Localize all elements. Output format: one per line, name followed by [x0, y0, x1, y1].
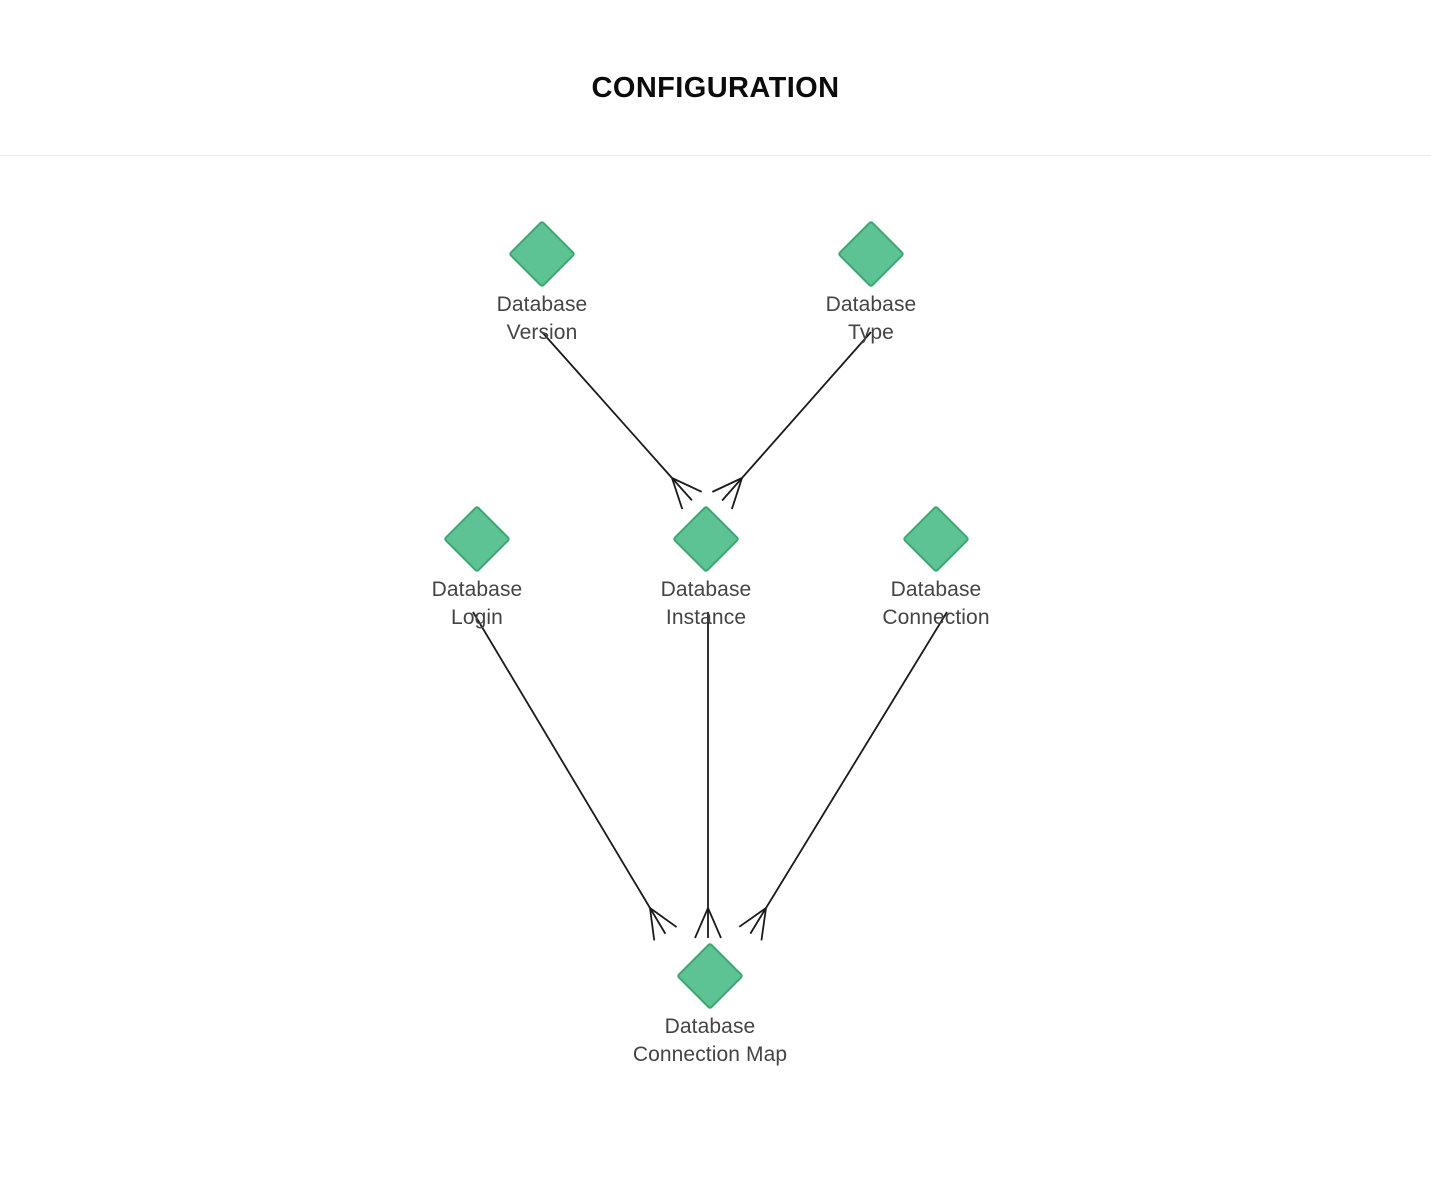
edge-line[interactable]: [541, 331, 673, 479]
diamond-icon[interactable]: [672, 505, 740, 573]
node-label-line: Database: [890, 578, 982, 601]
crows-foot-prong-icon: [731, 477, 743, 510]
crows-foot-prong-icon: [671, 477, 684, 510]
node-label-line: Database: [431, 578, 523, 601]
crows-foot-stem-icon: [721, 477, 743, 502]
edge-edge-instance-map[interactable]: [694, 612, 722, 939]
node-label-line: Version: [506, 321, 578, 344]
crows-foot-prong-icon: [694, 907, 709, 939]
crows-foot-prong-icon: [671, 477, 703, 493]
crows-foot-stem-icon: [671, 477, 693, 502]
diamond-icon[interactable]: [837, 220, 905, 288]
crows-foot-prong-icon: [649, 907, 656, 941]
edges-group: [472, 331, 948, 941]
node-label-line: Connection Map: [632, 1043, 788, 1066]
crows-foot-prong-icon: [760, 907, 767, 941]
node-label-line: Database: [496, 293, 588, 316]
node-label-line: Database: [660, 578, 752, 601]
crows-foot-stem-icon: [649, 907, 667, 935]
node-label-line: Instance: [665, 606, 747, 629]
crows-foot-prong-icon: [707, 907, 722, 939]
page-title: CONFIGURATION: [591, 72, 840, 104]
node-label-line: Database: [664, 1015, 756, 1038]
diamond-icon[interactable]: [902, 505, 970, 573]
edge-edge-version-instance[interactable]: [541, 331, 703, 510]
crows-foot-prong-icon: [738, 907, 767, 928]
diamond-icon[interactable]: [676, 942, 744, 1010]
edge-edge-login-map[interactable]: [472, 611, 678, 941]
edge-edge-type-instance[interactable]: [712, 331, 872, 510]
node-label-line: Connection: [882, 606, 990, 629]
node-label-line: Database: [825, 293, 917, 316]
edge-line[interactable]: [765, 611, 948, 909]
edge-edge-connection-map[interactable]: [738, 611, 948, 941]
diamond-icon[interactable]: [508, 220, 576, 288]
crows-foot-stem-icon: [749, 907, 767, 935]
diamond-icon[interactable]: [443, 505, 511, 573]
edge-line[interactable]: [472, 611, 651, 909]
node-label-line: Type: [848, 321, 894, 344]
crows-foot-prong-icon: [649, 907, 678, 928]
crows-foot-prong-icon: [712, 477, 743, 493]
edge-line[interactable]: [741, 331, 872, 479]
page-header: CONFIGURATION: [0, 0, 1431, 156]
node-label-line: Login: [451, 606, 503, 629]
header-divider: [0, 155, 1431, 156]
